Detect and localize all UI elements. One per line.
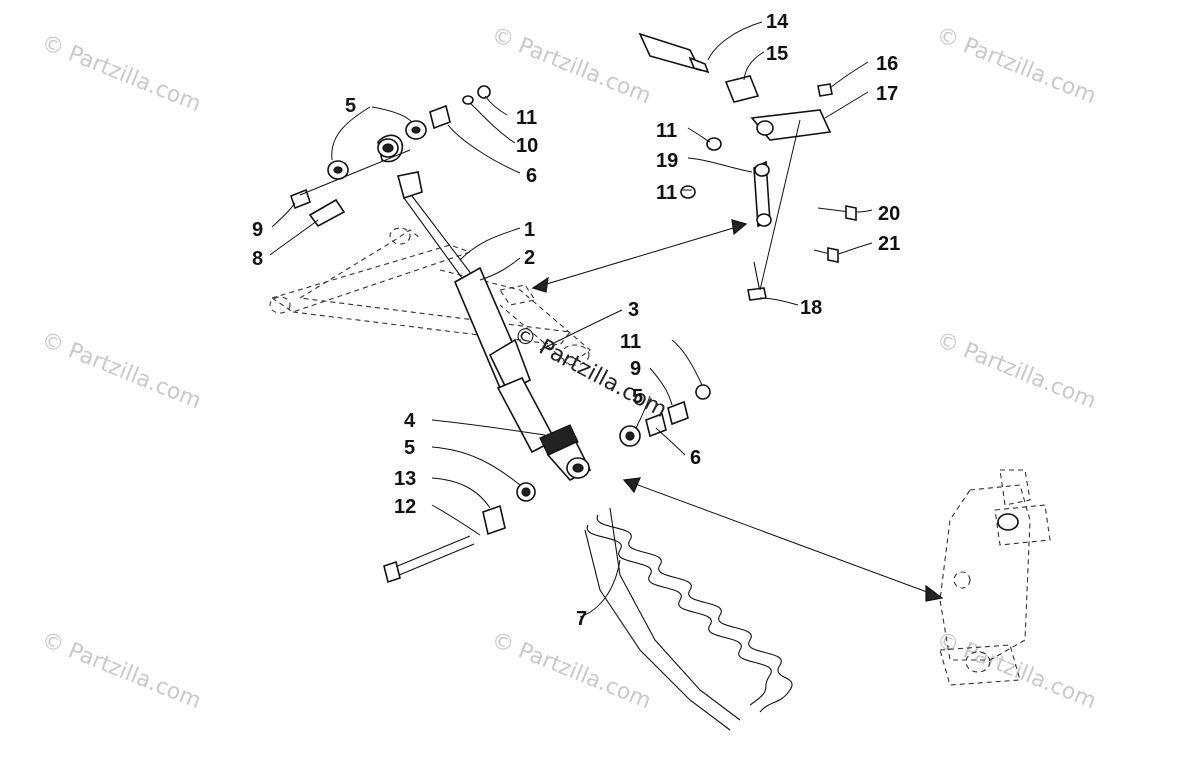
watermark: © Partzilla.com [38,627,205,714]
leader-lines [269,21,873,618]
watermark: © Partzilla.com [488,627,655,714]
callout-11: 11 [656,182,677,204]
callout-15: 15 [766,43,788,65]
callout-17: 17 [876,83,898,105]
callout-14: 14 [766,11,789,33]
callout-7: 7 [576,608,587,630]
callout-16: 16 [876,53,898,75]
shock-absorber [377,134,592,481]
watermark: © Partzilla.com [933,327,1100,414]
callout-3: 3 [628,299,639,321]
watermark: © Partzilla.com [933,22,1100,109]
coil-spring [584,507,793,731]
callout-5: 5 [345,95,356,117]
callout-6: 6 [526,165,537,187]
callout-20: 20 [878,203,900,225]
callout-8: 8 [252,248,263,270]
callout-18: 18 [800,297,822,319]
watermark: © Partzilla.com [38,327,205,414]
a-arm [269,227,591,366]
watermark: © Partzilla.com [38,30,205,117]
assembly-arrows [531,219,944,602]
callout-1: 1 [524,219,535,241]
rocker-linkage [638,32,857,301]
callout-11: 11 [656,120,677,142]
spindle-bracket [939,469,1051,686]
watermark: © Partzilla.com [488,22,655,109]
callout-9: 9 [252,219,263,241]
callout-6: 6 [690,447,701,469]
callout-21: 21 [878,233,900,255]
callout-11: 11 [516,107,537,129]
callout-10: 10 [516,135,538,157]
callout-labels: 1 2 3 4 5 5 5 6 6 7 8 9 9 10 11 11 11 11… [252,11,900,630]
callout-12: 12 [394,496,416,518]
callout-11: 11 [620,331,641,353]
watermark: © Partzilla.com [933,627,1100,714]
callout-2: 2 [524,247,535,269]
callout-19: 19 [656,150,678,172]
lower-mount-hardware [383,384,711,584]
callout-13: 13 [394,468,416,490]
callout-9: 9 [630,358,641,380]
callout-4: 4 [404,410,416,432]
callout-5: 5 [404,437,415,459]
callout-5: 5 [632,386,643,408]
